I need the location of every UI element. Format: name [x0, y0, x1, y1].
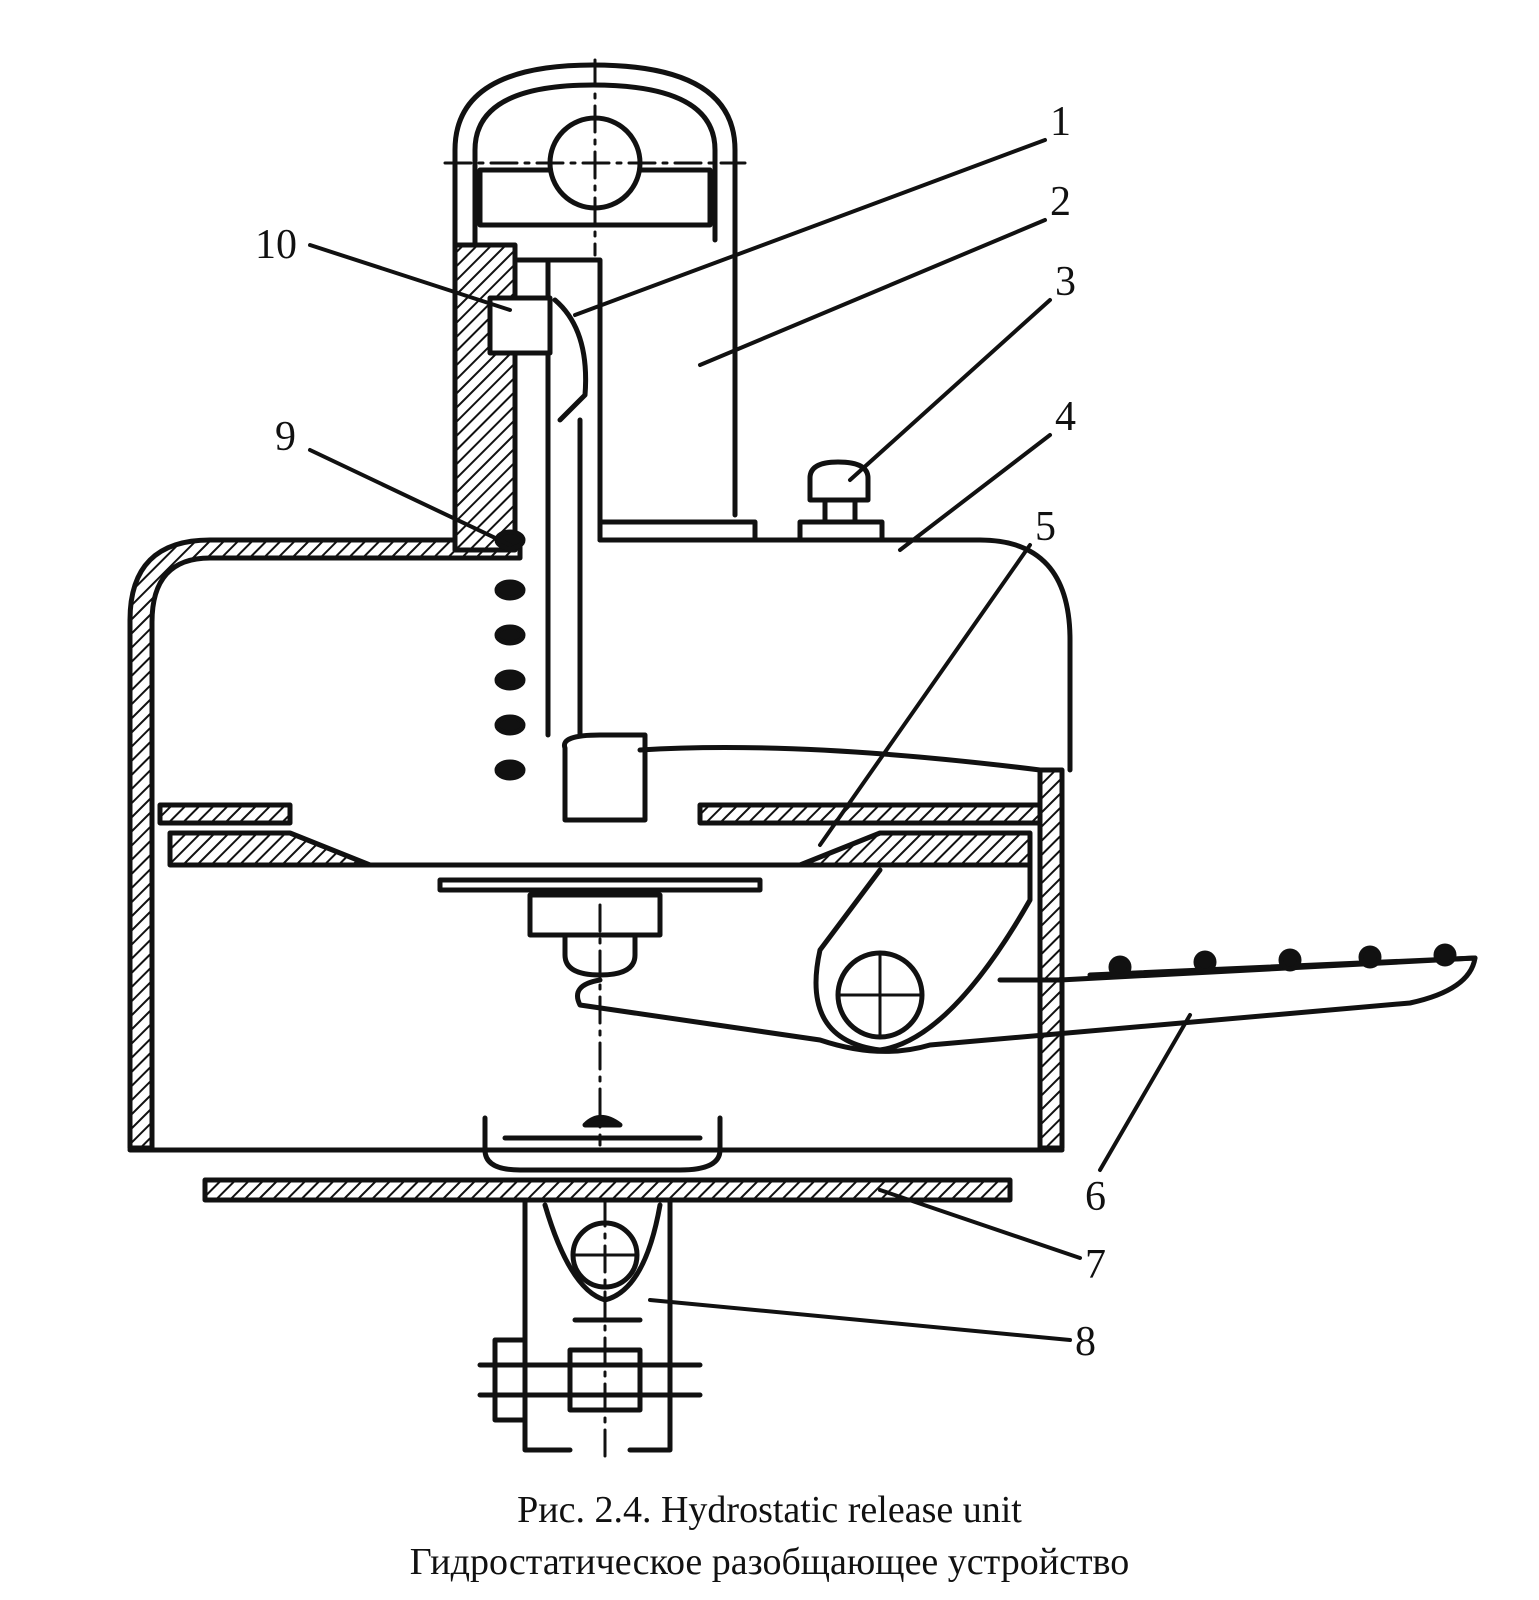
label-9: 9 [275, 414, 296, 460]
piston [561, 732, 648, 823]
caption-line-2: Гидростатическое разобщающее устройство [409, 1541, 1130, 1583]
label-3: 3 [1055, 259, 1076, 305]
caption-line-1: Рис. 2.4. Hydrostatic release unit [517, 1489, 1022, 1531]
top-shackle [443, 58, 747, 518]
label-7: 7 [1085, 1242, 1106, 1288]
leader-lines [308, 138, 1192, 1342]
label-10: 10 [255, 222, 297, 268]
lower-nut [527, 892, 663, 1147]
upper-column [452, 242, 603, 738]
bottom-cup [482, 1115, 723, 1173]
bottom-shackle [477, 1197, 703, 1462]
housing [127, 537, 1073, 1153]
label-8: 8 [1075, 1319, 1096, 1365]
diaphragm [157, 745, 1043, 893]
release-lever [575, 857, 1478, 1054]
label-4: 4 [1055, 394, 1076, 440]
column-top-plate [597, 519, 758, 543]
label-1: 1 [1050, 99, 1071, 145]
part-labels: 1 2 3 4 5 6 7 8 9 10 [255, 99, 1106, 1365]
label-2: 2 [1050, 179, 1071, 225]
base-plate [202, 1177, 1013, 1203]
valve-plug [797, 459, 885, 543]
spring [494, 529, 526, 781]
label-6: 6 [1085, 1174, 1106, 1220]
label-5: 5 [1035, 504, 1056, 550]
